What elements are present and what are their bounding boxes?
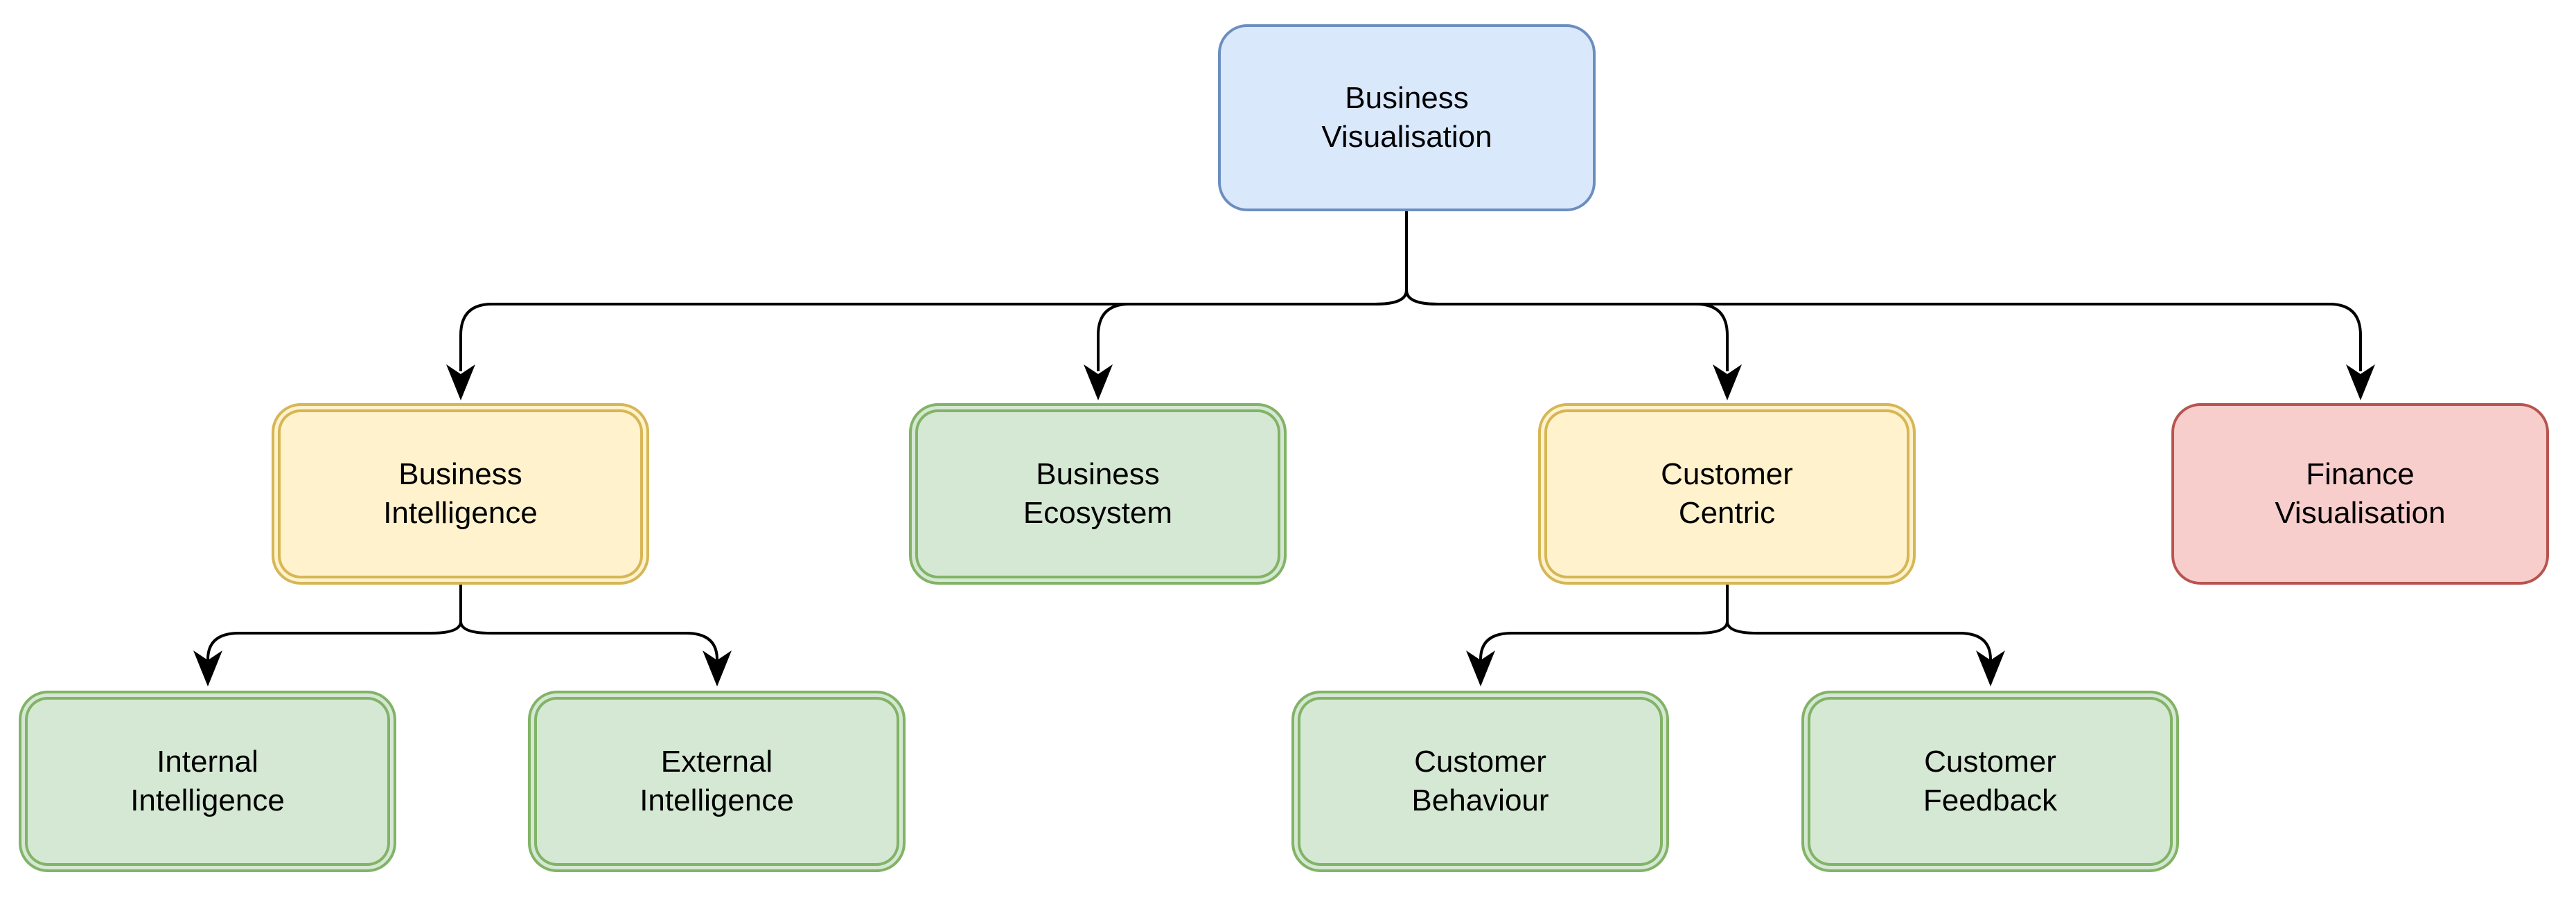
- node-external-intelligence-label: External Intelligence: [639, 745, 794, 817]
- edge-business-visualisation-to-customer-centric: [1405, 211, 1742, 400]
- node-customer-behaviour-label: Customer Behaviour: [1411, 745, 1549, 817]
- node-finance-visualisation-label: Finance Visualisation: [2275, 457, 2446, 530]
- node-external-intelligence[interactable]: External Intelligence: [528, 691, 906, 872]
- node-internal-intelligence[interactable]: Internal Intelligence: [19, 691, 396, 872]
- node-business-ecosystem[interactable]: Business Ecosystem: [909, 403, 1287, 585]
- node-business-intelligence-label: Business Intelligence: [383, 457, 538, 530]
- node-customer-behaviour[interactable]: Customer Behaviour: [1291, 691, 1669, 872]
- edge-business-intelligence-to-external-intelligence: [459, 585, 732, 686]
- node-internal-intelligence-label: Internal Intelligence: [130, 745, 285, 817]
- arrowhead-icon: [703, 650, 732, 686]
- arrowhead-icon: [446, 364, 475, 400]
- edge-business-visualisation-to-finance-visualisation: [1405, 211, 2375, 400]
- arrowhead-icon: [1466, 650, 1495, 686]
- edge-customer-centric-to-customer-feedback: [1726, 585, 2005, 686]
- arrowhead-icon: [1084, 364, 1113, 400]
- edge-business-visualisation-to-business-ecosystem: [1084, 211, 1408, 400]
- node-business-visualisation[interactable]: Business Visualisation: [1218, 24, 1596, 211]
- node-business-visualisation-label: Business Visualisation: [1321, 81, 1492, 154]
- arrowhead-icon: [2346, 364, 2375, 400]
- node-customer-centric[interactable]: Customer Centric: [1538, 403, 1916, 585]
- node-business-ecosystem-label: Business Ecosystem: [1023, 457, 1173, 530]
- arrowhead-icon: [1976, 650, 2005, 686]
- arrowhead-icon: [193, 650, 222, 686]
- node-customer-feedback-label: Customer Feedback: [1923, 745, 2058, 817]
- edge-business-visualisation-to-business-intelligence: [446, 211, 1408, 400]
- node-customer-centric-label: Customer Centric: [1661, 457, 1793, 530]
- edge-business-intelligence-to-internal-intelligence: [193, 585, 462, 686]
- arrowhead-icon: [1713, 364, 1742, 400]
- edge-customer-centric-to-customer-behaviour: [1466, 585, 1729, 686]
- node-business-intelligence[interactable]: Business Intelligence: [272, 403, 649, 585]
- node-finance-visualisation[interactable]: Finance Visualisation: [2171, 403, 2549, 585]
- node-customer-feedback[interactable]: Customer Feedback: [1801, 691, 2179, 872]
